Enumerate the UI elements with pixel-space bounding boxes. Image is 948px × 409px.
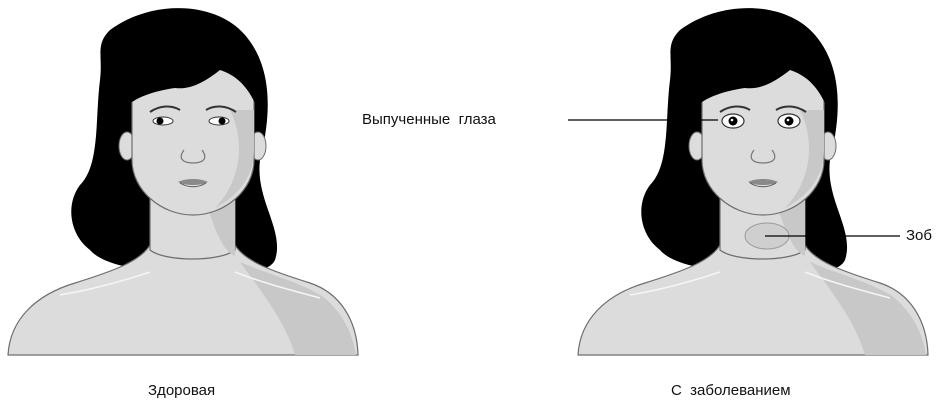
goiter-label: Зоб bbox=[906, 227, 932, 244]
figure-healthy bbox=[7, 7, 359, 357]
eyes-label: Выпученные глаза bbox=[362, 111, 496, 128]
caption-diseased: С заболеванием bbox=[671, 382, 791, 399]
caption-healthy: Здоровая bbox=[148, 382, 216, 399]
figure-diseased bbox=[577, 7, 929, 357]
